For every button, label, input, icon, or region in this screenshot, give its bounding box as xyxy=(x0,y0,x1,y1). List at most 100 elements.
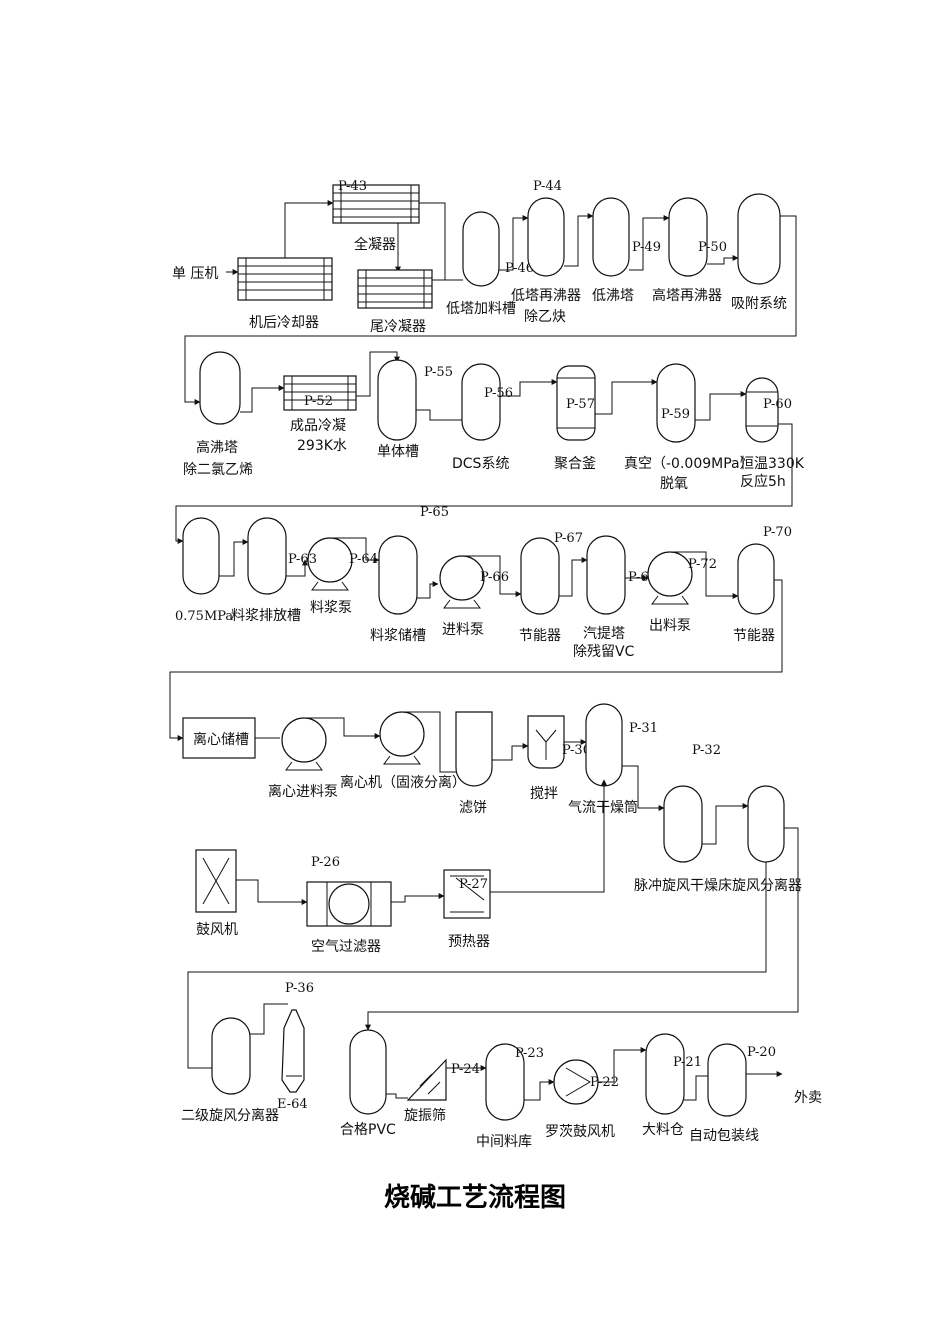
product-condenser-hx xyxy=(283,375,357,411)
label-juhe: 聚合釜 xyxy=(554,456,596,472)
large-silo xyxy=(645,1033,685,1115)
aftercooler-hx xyxy=(237,257,333,301)
label-quanning: 全凝器 xyxy=(354,236,396,253)
economizer-1 xyxy=(520,537,560,615)
tag-p57: P-57 xyxy=(566,397,595,412)
tag-p20: P-20 xyxy=(747,1045,776,1060)
label-gufeng: 鼓风机 xyxy=(196,922,238,938)
low-boiling-tower xyxy=(592,197,630,277)
label-dan-yaji: 单 压机 xyxy=(172,266,218,282)
tag-p56: P-56 xyxy=(484,386,513,401)
label-hengwen2: 反应5h xyxy=(740,473,786,490)
low-tower-reboiler xyxy=(527,197,565,277)
label-yure: 预热器 xyxy=(448,934,490,950)
label-zhenkong2: 脱氧 xyxy=(660,476,688,492)
intermediate-warehouse xyxy=(485,1043,525,1121)
tag-p52: P-52 xyxy=(304,394,333,409)
airflow-dryer xyxy=(585,703,623,787)
cyclone-separator xyxy=(747,785,785,863)
economizer-2 xyxy=(737,543,775,615)
tag-p60: P-60 xyxy=(763,397,792,412)
tag-p36: P-36 xyxy=(285,981,314,996)
centrifuge xyxy=(379,711,425,765)
centrifuge-feed-pump xyxy=(281,717,327,771)
label-lixin-jinliao: 离心进料泵 xyxy=(268,783,338,800)
label-baozhuang: 自动包装线 xyxy=(689,1128,759,1144)
label-zhongjian: 中间料库 xyxy=(476,1134,532,1150)
label-dita-zaifei1: 低塔再沸器 xyxy=(511,288,581,304)
diagram-title: 烧碱工艺流程图 xyxy=(384,1183,566,1213)
tag-p55: P-55 xyxy=(424,365,453,380)
e64-unit xyxy=(281,1009,305,1093)
label-qiti1: 汽提塔 xyxy=(583,626,625,642)
tag-p70: P-70 xyxy=(763,525,792,540)
stripper xyxy=(586,535,626,615)
tag-p27: P-27 xyxy=(459,877,488,892)
label-lixin-chu: 离心储槽 xyxy=(193,731,249,748)
filter-cake xyxy=(455,711,493,787)
label-chuliao-beng: 出料泵 xyxy=(649,618,691,634)
label-dita-zaifei2: 除乙炔 xyxy=(524,309,566,325)
tag-p24: P-24 xyxy=(451,1062,480,1077)
tag-p32: P-32 xyxy=(692,743,721,758)
label-zhenkong1: 真空（-0.009MPa） xyxy=(624,456,754,472)
vacuum-deoxygenation xyxy=(656,363,696,443)
label-dcs: DCS系统 xyxy=(452,456,509,472)
label-liaojiang-beng: 料浆泵 xyxy=(310,600,352,616)
tag-p26: P-26 xyxy=(311,855,340,870)
low-tower-feed-tank xyxy=(462,211,500,287)
discharge-pump xyxy=(647,551,693,605)
tag-p23: P-23 xyxy=(515,1046,544,1061)
tag-p31: P-31 xyxy=(629,721,658,736)
label-mpa: 0.75MPa xyxy=(175,609,233,624)
label-lixinji: 离心机（固液分离） xyxy=(340,774,466,791)
label-hengwen1: 恒温330K xyxy=(740,456,805,472)
centrifuge-storage-tank xyxy=(182,717,256,759)
tag-p46: P-46 xyxy=(505,261,534,276)
tag-p49: P-49 xyxy=(632,240,661,255)
vibrating-screen xyxy=(406,1058,447,1101)
label-chengpin2: 293K水 xyxy=(297,438,347,454)
label-dita-jialiao: 低塔加料槽 xyxy=(446,301,516,317)
label-qiliu: 气流干燥筒 xyxy=(568,799,638,816)
tag-p43: P-43 xyxy=(338,179,367,194)
label-maichong: 脉冲旋风干燥床旋风分离器 xyxy=(634,877,802,894)
feed-pump xyxy=(439,555,485,609)
high-tower-reboiler xyxy=(668,197,708,277)
tag-p65: P-65 xyxy=(420,505,449,520)
slurry-storage-tank xyxy=(378,535,418,615)
label-liaojiang-chu: 料浆储槽 xyxy=(370,628,426,644)
auto-packing-line xyxy=(707,1043,747,1117)
label-erji: 二级旋风分离器 xyxy=(181,1107,279,1124)
high-boiling-tower xyxy=(199,351,241,425)
label-qiti2: 除残留VC xyxy=(573,644,635,660)
tag-p72: P-72 xyxy=(688,557,717,572)
stirrer xyxy=(527,715,565,769)
label-gaofei2: 除二氯乙烯 xyxy=(183,462,253,478)
label-e64: E-64 xyxy=(277,1097,308,1112)
label-waimai: 外卖 xyxy=(794,1090,822,1106)
slurry-discharge-tank-b xyxy=(247,517,287,595)
label-jieneng2: 节能器 xyxy=(733,628,775,644)
slurry-discharge-tank-a xyxy=(182,517,220,595)
label-jihou: 机后冷却器 xyxy=(249,315,319,331)
label-danti: 单体槽 xyxy=(377,444,419,460)
label-lvbing: 滤饼 xyxy=(459,800,487,816)
tag-p67: P-67 xyxy=(554,531,583,546)
tag-p50: P-50 xyxy=(698,240,727,255)
tail-condenser-hx xyxy=(357,269,433,309)
dcs-system xyxy=(461,363,501,441)
label-gaofei1: 高沸塔 xyxy=(196,439,238,456)
monomer-tank xyxy=(377,359,417,441)
secondary-cyclone xyxy=(211,1017,251,1095)
tag-p66: P-66 xyxy=(480,570,509,585)
qualified-pvc-silo xyxy=(349,1029,387,1115)
full-condenser-hx xyxy=(332,184,420,224)
label-jieneng1: 节能器 xyxy=(519,628,561,644)
label-chengpin1: 成品冷凝 xyxy=(290,418,346,434)
label-kongqi: 空气过滤器 xyxy=(311,939,381,955)
label-daliao: 大料仓 xyxy=(642,1122,684,1138)
adsorption-system xyxy=(737,193,781,285)
label-hege: 合格PVC xyxy=(340,1122,396,1138)
